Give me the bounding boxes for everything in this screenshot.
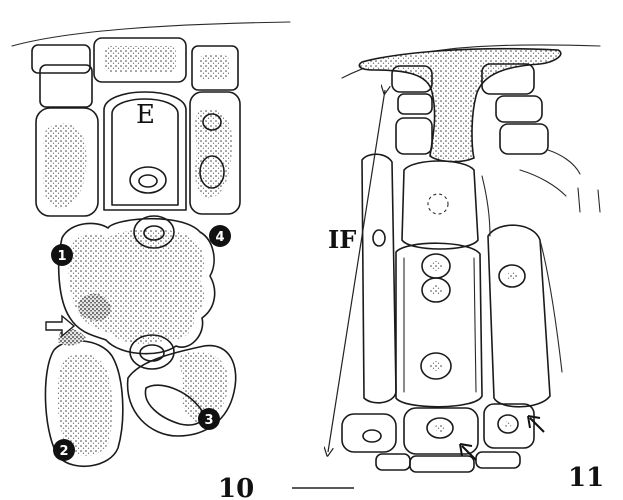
arrow-bottom-right-11 bbox=[528, 416, 544, 432]
left-tall-cell-11 bbox=[362, 154, 396, 403]
right-cells-10 bbox=[190, 92, 240, 214]
marker-1: 1 bbox=[51, 244, 73, 266]
surface-line-10 bbox=[12, 22, 290, 46]
if-label: IF bbox=[328, 225, 356, 254]
upper-right-cells-11 bbox=[482, 64, 600, 212]
right-tall-cell-11 bbox=[482, 176, 562, 407]
figure-11-number: 11 bbox=[568, 463, 604, 493]
dashed-nucleus bbox=[428, 194, 448, 214]
cell-e: E bbox=[104, 92, 186, 210]
marker-4: 4 bbox=[209, 225, 231, 247]
marker-3: 3 bbox=[198, 408, 220, 430]
svg-text:1: 1 bbox=[57, 249, 66, 264]
if-arrow bbox=[328, 90, 385, 452]
bottom-cells-11 bbox=[342, 404, 534, 472]
figure-10-number: 10 bbox=[218, 474, 254, 500]
figure-11-drawing: IF 11 bbox=[328, 45, 604, 493]
cell-e-label: E bbox=[136, 100, 155, 130]
marker-2: 2 bbox=[53, 439, 75, 461]
central-cell-10 bbox=[59, 216, 215, 369]
left-cells-10 bbox=[36, 108, 98, 216]
top-cells-10 bbox=[32, 38, 238, 107]
figure-10-drawing: E bbox=[12, 22, 290, 500]
svg-text:4: 4 bbox=[215, 230, 224, 245]
svg-text:2: 2 bbox=[59, 444, 68, 459]
svg-text:3: 3 bbox=[204, 413, 213, 428]
central-column-11 bbox=[396, 161, 482, 407]
